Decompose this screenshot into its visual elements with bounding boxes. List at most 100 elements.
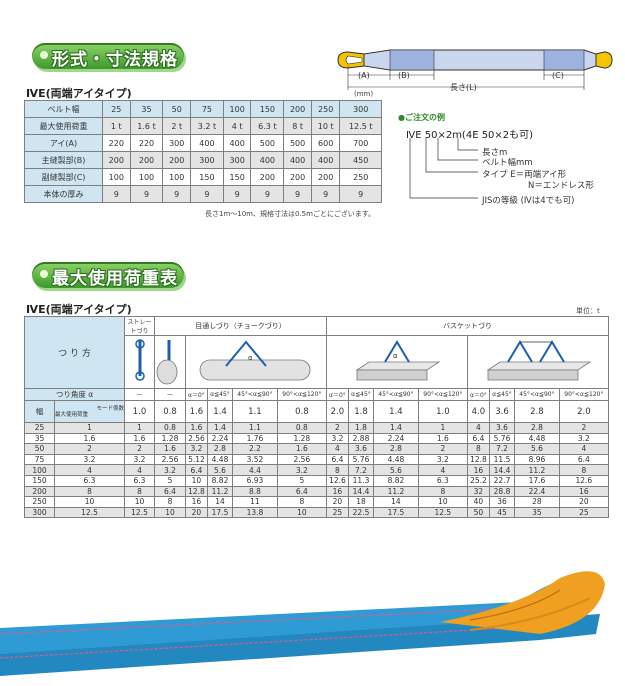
spec-cell: 10 t	[310, 117, 341, 135]
spec-cell: 3.2 t	[190, 117, 224, 135]
load-value-cell: 2	[417, 443, 469, 455]
angle-cell: 45°<α≦90°	[373, 388, 419, 401]
load-max-cell: 4	[54, 464, 125, 476]
load-value-cell: 8.8	[232, 485, 278, 498]
spec-header-cell: 150	[250, 100, 285, 118]
load-value-cell: 11.3	[347, 474, 375, 487]
load-value-cell: 22.5	[347, 506, 375, 519]
angle-cell: 45°<α≦90°	[514, 388, 560, 401]
spec-header-cell: 250	[310, 100, 341, 118]
load-value-cell: 12.8	[467, 453, 490, 466]
spec-header-cell: 25	[102, 100, 131, 118]
spec-cell: 300	[190, 151, 224, 169]
load-value-cell: 11.5	[488, 453, 516, 466]
load-value-cell: 1.6	[124, 432, 155, 445]
basket-single-icon: α	[355, 340, 441, 381]
load-value-cell: 0.8	[276, 422, 328, 434]
spec-cell: 9	[283, 185, 312, 203]
load-value-cell: 2.2	[232, 443, 278, 455]
load-value-cell: 5.6	[514, 443, 560, 455]
load-value-cell: 7.2	[347, 464, 375, 476]
load-value-cell: 16	[467, 464, 490, 476]
label-b: (B)	[398, 71, 410, 80]
diagram-choke-2: α	[185, 335, 327, 389]
load-value-cell: 3.2	[154, 464, 186, 476]
angle-cell: α≦45°	[347, 388, 375, 401]
spec-cell: 200	[162, 151, 192, 169]
spec-cell: 9	[190, 185, 224, 203]
load-value-cell: 6.3	[417, 474, 469, 487]
load-value-cell: 8	[154, 496, 186, 508]
load-value-cell: 5.6	[373, 464, 419, 476]
load-value-cell: 12.6	[326, 474, 349, 487]
width-label: 幅	[24, 400, 55, 423]
spec-cell: 9	[250, 185, 285, 203]
load-width-cell: 300	[24, 506, 55, 519]
angle-cell: 90°<α≦120°	[276, 388, 328, 401]
load-value-cell: 17.5	[373, 506, 419, 519]
load-value-cell: 18	[347, 496, 375, 508]
load-max-cell: 8	[54, 485, 125, 498]
diagram-straight	[124, 335, 155, 389]
load-value-cell: 6.4	[326, 453, 349, 466]
load-value-cell: 5.6	[206, 464, 234, 476]
unit-t: 単位：t	[576, 307, 600, 315]
spec-cell: 1 t	[102, 117, 131, 135]
mode-factor-value: 1.6	[185, 400, 208, 423]
load-value-cell: 36	[488, 496, 516, 508]
spec-cell: 400	[310, 151, 341, 169]
load-table: つ り 方 ストレートづり 目通しづり（チョークづり） バスケットづり α	[24, 316, 610, 519]
load-width-cell: 50	[24, 443, 55, 455]
load-value-cell: 17.6	[514, 474, 560, 487]
load-width-cell: 250	[24, 496, 55, 508]
load-value-cell: 8	[558, 464, 610, 476]
spec-row-label: 副縫製部(C)	[24, 168, 103, 186]
basket-double-icon	[486, 340, 592, 381]
load-value-cell: 5.76	[347, 453, 375, 466]
spec-cell: 600	[310, 134, 341, 152]
load-value-cell: 20	[326, 496, 349, 508]
load-value-cell: 8	[124, 485, 155, 498]
load-value-cell: 22.4	[514, 485, 560, 498]
spec-cell: 220	[129, 134, 164, 152]
spec-cell: 8 t	[283, 117, 312, 135]
choke-cylinder-icon: α	[199, 340, 311, 381]
load-value-cell: 1	[124, 422, 155, 434]
load-value-cell: 4	[467, 422, 490, 434]
load-value-cell: 16	[558, 485, 610, 498]
spec-cell: 9	[339, 185, 382, 203]
mode-factor-value: 1.8	[347, 400, 375, 423]
straight-hanging-icon	[134, 339, 145, 381]
load-value-cell: 2.8	[373, 443, 419, 455]
load-subtitle: ⅣE(両端アイタイプ)	[26, 303, 132, 316]
svg-text:α: α	[248, 354, 253, 362]
load-value-cell: 4.48	[373, 453, 419, 466]
spec-cell: 250	[339, 168, 382, 186]
load-value-cell: 10	[154, 506, 186, 519]
load-value-cell: 6.4	[185, 464, 208, 476]
load-value-cell: 10	[276, 506, 328, 519]
mode-factor-value: 2.8	[514, 400, 560, 423]
load-value-cell: 11.2	[514, 464, 560, 476]
load-value-cell: 35	[514, 506, 560, 519]
spec-cell: 200	[250, 168, 285, 186]
section-header-spec: 形式・寸法規格	[32, 43, 184, 70]
load-value-cell: 2.24	[206, 432, 234, 445]
load-width-cell: 75	[24, 453, 55, 466]
spec-header-cell: 200	[283, 100, 312, 118]
order-title: ●ご注文の例	[398, 113, 445, 122]
load-value-cell: 11.2	[206, 485, 234, 498]
load-value-cell: 45	[488, 506, 516, 519]
load-value-cell: 11.2	[373, 485, 419, 498]
load-value-cell: 40	[467, 496, 490, 508]
spec-cell: 300	[222, 151, 252, 169]
load-width-cell: 35	[24, 432, 55, 445]
spec-cell: 220	[102, 134, 131, 152]
load-value-cell: 1.1	[232, 422, 278, 434]
load-value-cell: 6.93	[232, 474, 278, 487]
